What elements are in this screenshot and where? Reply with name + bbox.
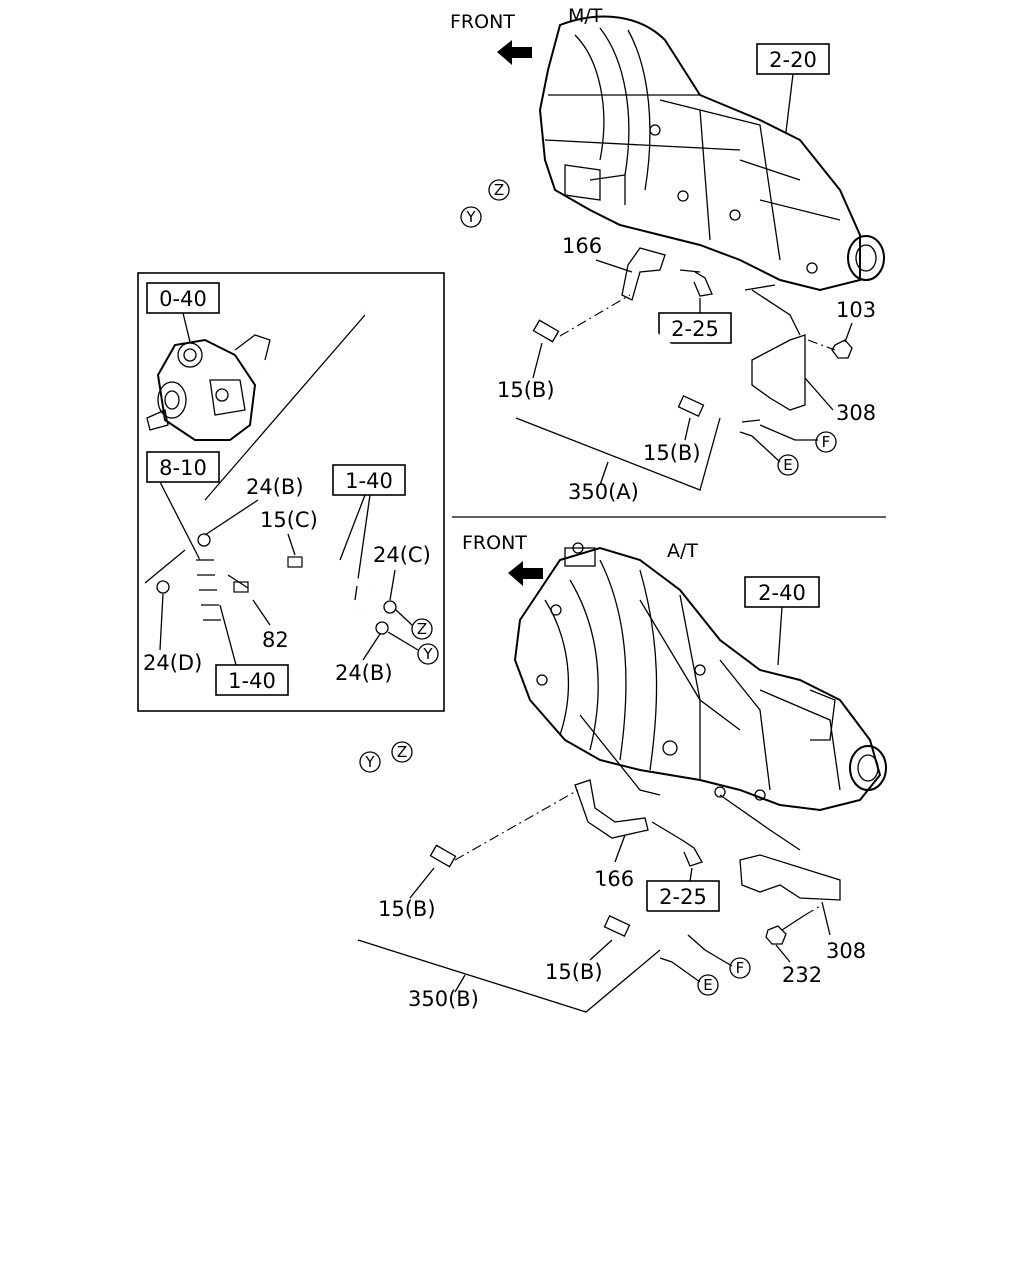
at-part-clip-upper: 15(B): [378, 897, 436, 921]
at-rear-bracket-icon: [739, 854, 841, 901]
at-pipe-assembly-icon: [372, 767, 691, 951]
mt-bracket-icon: [621, 247, 666, 301]
at-part-bracket-rear: 308: [826, 939, 866, 963]
at-connector-f: F: [736, 959, 745, 977]
inset-part-clamp-b-bottom: 24(B): [335, 661, 393, 685]
mt-connector-f: F: [822, 433, 831, 451]
inset-hose-icon: [156, 533, 397, 641]
mt-connector-e: E: [783, 456, 792, 474]
inset-part-clamp-c: 24(C): [373, 543, 431, 567]
mt-front-label: FRONT: [450, 11, 515, 33]
mt-type-label: M/T: [568, 5, 603, 27]
at-part-clip-lower: 15(B): [545, 960, 603, 984]
at-front-label: FRONT: [462, 532, 527, 554]
mt-connector-y: Y: [465, 208, 476, 226]
mt-bolt-icon: [679, 269, 713, 297]
inset-part-hose: 82: [262, 628, 289, 652]
at-ref-bolt-box: [646, 880, 720, 912]
inset-ref-pipe-lower: 1-40: [228, 669, 276, 693]
at-type-label: A/T: [667, 540, 698, 562]
at-connector-y: Y: [364, 753, 375, 771]
inset-ref-hose: 8-10: [159, 456, 207, 480]
inset-part-clamp-d: 24(D): [143, 651, 202, 675]
mt-nut-icon: [831, 339, 853, 359]
at-bracket-icon: [574, 779, 649, 839]
inset-connector-z: Z: [417, 620, 427, 638]
mt-ref-bolt: 2-25: [671, 317, 719, 341]
inset-part-clamp-b-top: 24(B): [246, 475, 304, 499]
at-bolt-232-icon: [765, 914, 806, 945]
inset-ref-pipe-upper: 1-40: [345, 469, 393, 493]
at-connector-z: Z: [397, 743, 407, 761]
mt-ref-transmission-box: [756, 43, 830, 75]
mt-part-bracket-rear: 308: [836, 401, 876, 425]
inset-pump-icon: [146, 334, 271, 441]
mt-part-pipe-assembly: 350(A): [568, 480, 639, 504]
mt-ref-bolt-box: [658, 312, 732, 344]
mt-part-clip-lower: 15(B): [643, 441, 701, 465]
inset-connector-y: Y: [422, 645, 433, 663]
inset-ref-hose-box: [146, 451, 220, 483]
at-ref-bolt: 2-25: [659, 885, 707, 909]
inset-ref-pump: 0-40: [159, 287, 207, 311]
at-ref-transmission-box: [744, 576, 820, 608]
mt-part-clip-upper: 15(B): [497, 378, 555, 402]
at-ref-transmission: 2-40: [758, 581, 806, 605]
inset-ref-pipe-upper-box: [332, 464, 406, 496]
mt-front-arrow-icon: [497, 40, 532, 65]
at-bolt-icon: [651, 821, 703, 867]
mt-rear-bracket-icon: [751, 334, 806, 411]
mt-part-bracket: 166: [562, 234, 602, 258]
mt-part-nut: 103: [836, 298, 876, 322]
inset-part-clip-c: 15(C): [260, 508, 318, 532]
at-front-arrow-icon: [508, 561, 543, 586]
mt-connector-z: Z: [494, 181, 504, 199]
at-connector-e: E: [703, 976, 712, 994]
mt-ref-transmission: 2-20: [769, 48, 817, 72]
mt-pipe-assembly-icon: [471, 203, 758, 428]
inset-section: 0-40 8-10 1-40: [137, 272, 445, 712]
at-transmission-icon: [513, 542, 887, 812]
inset-ref-pipe-lower-box: [215, 664, 289, 696]
at-part-pipe-assembly: 350(B): [408, 987, 479, 1011]
mt-transmission-icon: [538, 15, 885, 292]
manual-transmission-section: FRONT M/T 2-20 166: [450, 5, 885, 504]
automatic-transmission-section: FRONT A/T 2-40: [357, 532, 887, 1013]
at-part-bolt: 232: [782, 963, 822, 987]
